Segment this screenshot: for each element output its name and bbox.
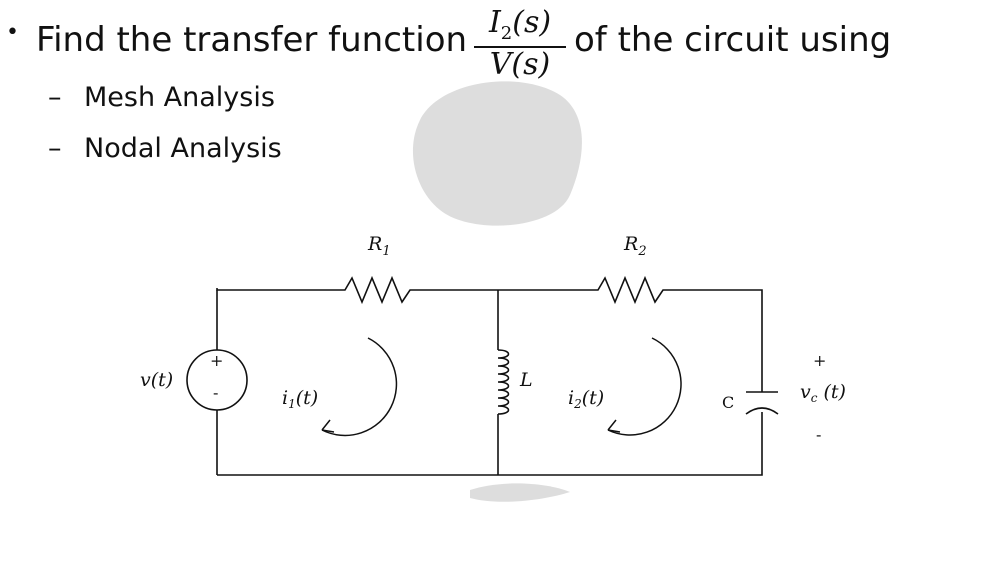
method-label: Mesh Analysis <box>84 82 275 113</box>
voltage-source <box>186 349 248 411</box>
bullet-marker: • <box>6 20 19 45</box>
transfer-function-fraction: I2(s) V(s) <box>470 8 570 80</box>
capacitor-label: C <box>722 393 734 412</box>
numerator-rest: (s) <box>512 5 552 40</box>
mesh-arrow-1 <box>321 337 398 437</box>
dash-marker: – <box>48 82 62 113</box>
vc-minus: - <box>816 425 821 444</box>
question-text-after: of the circuit using <box>574 20 892 60</box>
mesh-arrow-2 <box>607 337 682 436</box>
source-label: v(t) <box>140 369 173 391</box>
r2-label: R2 <box>623 233 647 259</box>
fraction-numerator: I2(s) <box>470 5 570 44</box>
vc-label: vc (t) <box>800 381 846 405</box>
method-label: Nodal Analysis <box>84 133 282 164</box>
inductor-label: L <box>519 369 533 391</box>
r1-label: R1 <box>367 233 391 259</box>
method-item-nodal: –Nodal Analysis <box>48 134 282 164</box>
wire-r2-right <box>672 289 763 392</box>
source-plus: + <box>210 351 223 370</box>
source-minus: - <box>213 383 218 402</box>
wire-top-left <box>216 288 335 291</box>
method-item-mesh: –Mesh Analysis <box>48 83 275 113</box>
resistor-r1 <box>335 275 418 305</box>
fraction-denominator: V(s) <box>489 47 551 82</box>
dash-marker: – <box>48 133 62 164</box>
numerator-subscript: 2 <box>500 23 513 44</box>
mesh2-label: i2(t) <box>568 387 604 411</box>
vc-plus: + <box>813 351 826 370</box>
wire-bottom <box>217 412 763 476</box>
capacitor-c <box>745 391 779 415</box>
resistor-r2 <box>588 275 672 305</box>
question-text-before: Find the transfer function <box>36 20 468 60</box>
inductor-l <box>497 349 510 415</box>
watermark-globe <box>412 81 582 502</box>
fraction-bar <box>474 46 566 48</box>
mesh1-label: i1(t) <box>282 387 318 411</box>
numerator-base: I <box>488 5 501 40</box>
